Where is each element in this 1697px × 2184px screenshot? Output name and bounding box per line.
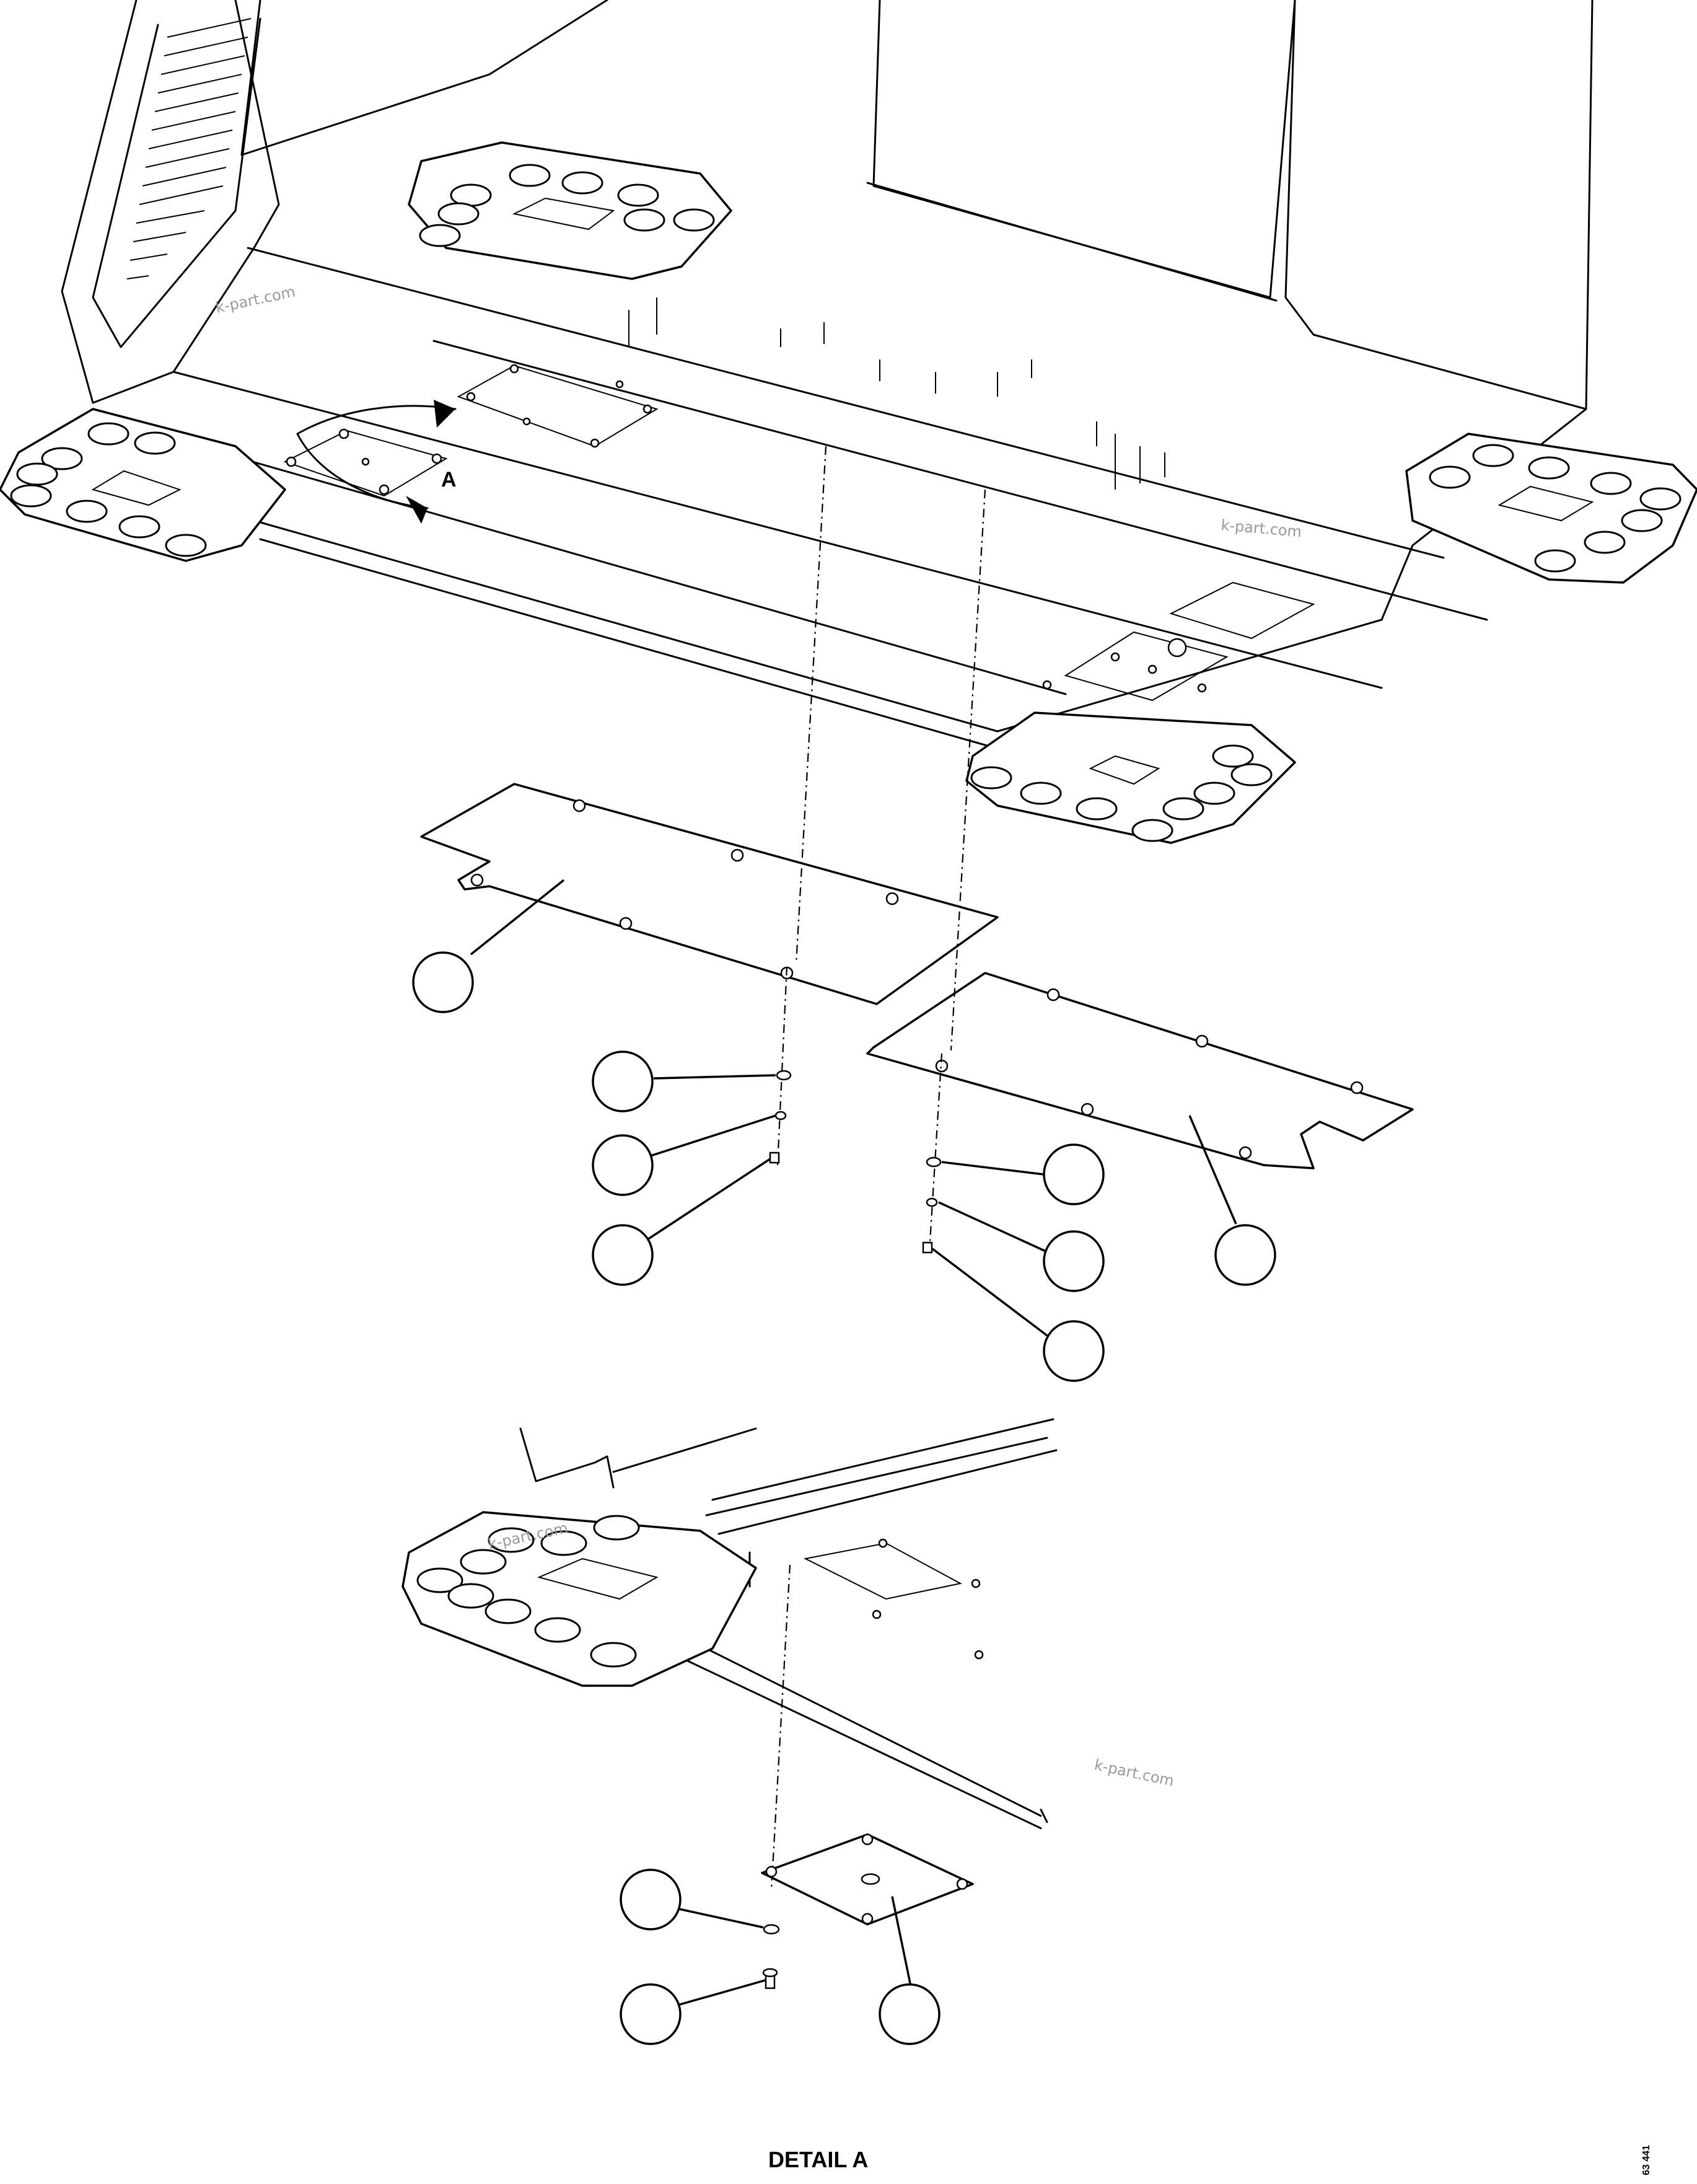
drawing-number: 63 441	[1641, 2145, 1652, 2175]
callout-balloon	[592, 1224, 654, 1286]
assembly-centerlines	[770, 446, 986, 1891]
cover-plate-left	[420, 783, 999, 1005]
callout-balloon	[1043, 1320, 1105, 1382]
foot-pad-top	[408, 141, 732, 280]
detail-marker: A	[441, 468, 457, 491]
foot-pad-right	[1405, 433, 1697, 584]
callout-balloon	[879, 1983, 941, 2045]
callout-balloon	[412, 951, 474, 1013]
watermark-text: k-part.com	[1220, 516, 1302, 540]
foot-pad-front	[965, 711, 1296, 844]
callout-balloon	[1043, 1143, 1105, 1205]
side-vent-grille	[126, 18, 252, 280]
detail-a-view	[401, 1418, 1058, 2045]
callout-balloon	[1214, 1224, 1276, 1286]
callout-balloon	[1043, 1230, 1105, 1292]
callout-balloons-upper	[412, 879, 1276, 1382]
fasteners-right-stack	[922, 1156, 942, 1254]
cover-plate-right	[866, 972, 1414, 1169]
detail-access-plate	[761, 1833, 974, 1926]
machine-body	[61, 0, 1594, 748]
callout-balloon	[592, 1134, 654, 1196]
callout-balloon	[592, 1050, 654, 1112]
watermark-text: k-part.com	[214, 283, 297, 317]
callout-balloon	[620, 1983, 682, 2045]
detail-foot-pad	[401, 1511, 757, 1687]
watermark-text: k-part.com	[1093, 1756, 1176, 1790]
callout-balloon	[620, 1869, 682, 1931]
detail-caption: DETAIL A	[768, 2147, 868, 2172]
detail-a-callout: A	[283, 400, 457, 524]
fasteners-left-stack	[769, 1070, 792, 1164]
foot-pad-left	[0, 408, 286, 562]
